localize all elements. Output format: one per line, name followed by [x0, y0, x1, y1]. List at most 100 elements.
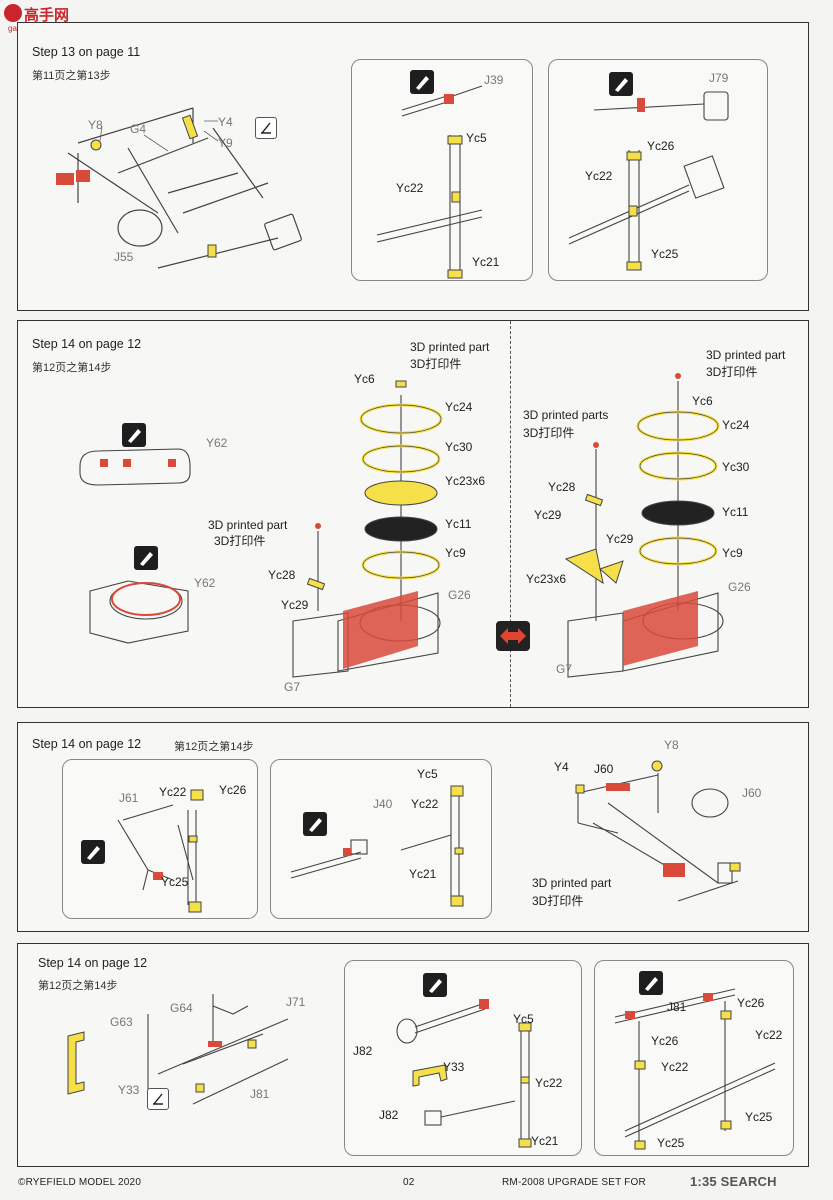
label-yc22: Yc22: [755, 1028, 783, 1042]
label-yc6: Yc6: [354, 372, 375, 386]
label-yc9: Yc9: [445, 546, 466, 560]
label-y33: Y33: [443, 1060, 465, 1074]
step13-title: Step 13 on page 11: [32, 45, 141, 59]
label-yc29: Yc29: [534, 508, 562, 522]
label-y62: Y62: [206, 436, 228, 450]
footer-copyright: ©RYEFIELD MODEL 2020: [18, 1177, 142, 1188]
label-printed-cn: 3D打印件: [706, 365, 758, 379]
label-yc5: Yc5: [466, 131, 487, 145]
label-yc25: Yc25: [745, 1110, 773, 1124]
label-yc21: Yc21: [472, 255, 500, 269]
label-yc30: Yc30: [445, 440, 473, 454]
label-yc9: Yc9: [722, 546, 743, 560]
step14a-cn: 第12页之第14步: [32, 362, 112, 374]
label-yc23x6: Yc23x6: [526, 572, 567, 586]
label-yc28: Yc28: [548, 480, 576, 494]
label-j81: J81: [667, 1000, 687, 1014]
label-y4: Y4: [218, 115, 233, 129]
label-g63: G63: [110, 1015, 133, 1029]
pen-icon: [639, 971, 663, 995]
label-yc26: Yc26: [651, 1034, 679, 1048]
label-j71: J71: [286, 995, 306, 1009]
footer-product: RM-2008 UPGRADE SET FOR: [502, 1177, 646, 1188]
label-yc29: Yc29: [606, 532, 634, 546]
panel-divider: [510, 321, 511, 707]
label-yc22: Yc22: [396, 181, 424, 195]
label-j40: J40: [373, 797, 393, 811]
logo-text: 高手网: [24, 7, 70, 24]
label-yc22: Yc22: [661, 1060, 689, 1074]
pen-icon: [134, 546, 158, 570]
label-j39: J39: [484, 73, 504, 87]
step14c-box2: J81 Yc26 Yc26 Yc22 Yc22 Yc25 Yc25: [594, 960, 794, 1156]
double-arrow-icon: [496, 621, 530, 651]
step14c-box1: J82 Yc5 Y33 Yc22 J82 Yc21: [344, 960, 582, 1156]
label-yc28: Yc28: [268, 568, 296, 582]
label-yc25: Yc25: [651, 247, 679, 261]
label-j60: J60: [742, 786, 762, 800]
step14b-right-diagram: [575, 760, 741, 902]
label-g4: G4: [130, 122, 147, 136]
pen-icon: [410, 70, 434, 94]
label-printed-parts-cn: 3D打印件: [523, 426, 575, 440]
label-yc26: Yc26: [219, 783, 247, 797]
glue-icon: [147, 1088, 169, 1110]
label-j81: J81: [250, 1087, 270, 1101]
label-yc30: Yc30: [722, 460, 750, 474]
label-printed-cn: 3D打印件: [410, 357, 462, 371]
label-yc6: Yc6: [692, 394, 713, 408]
footer-watermark: 1:35 SEARCH: [690, 1174, 777, 1189]
pen-icon: [609, 72, 633, 96]
label-j79: J79: [709, 71, 729, 85]
label-g7: G7: [284, 680, 301, 694]
label-printed-cn: 3D打印件: [214, 534, 266, 548]
label-yc5: Yc5: [417, 767, 438, 781]
step14c-left-diagram: [67, 994, 289, 1105]
pen-icon: [81, 840, 105, 864]
label-y8: Y8: [664, 738, 679, 752]
label-yc22: Yc22: [411, 797, 439, 811]
label-yc22: Yc22: [585, 169, 613, 183]
label-g26: G26: [728, 580, 751, 594]
pen-icon: [423, 973, 447, 997]
label-yc21: Yc21: [409, 867, 437, 881]
label-printed: 3D printed part: [706, 348, 786, 362]
pen-icon: [303, 812, 327, 836]
logo-mark: [4, 4, 22, 22]
label-y62: Y62: [194, 576, 216, 590]
label-yc22: Yc22: [159, 785, 187, 799]
label-g64: G64: [170, 1001, 193, 1015]
label-yc26: Yc26: [647, 139, 675, 153]
step14a-title: Step 14 on page 12: [32, 337, 142, 351]
label-y4: Y4: [554, 760, 569, 774]
label-yc25: Yc25: [161, 875, 189, 889]
step14a-panel: Step 14 on page 12 第12页之第14步: [17, 320, 809, 708]
step14b-cn: 第12页之第14步: [174, 741, 254, 753]
step14b-box1: J61 Yc22 Yc26 Yc25: [62, 759, 258, 919]
label-j82: J82: [379, 1108, 399, 1122]
step13-main-diagram: [56, 107, 302, 269]
label-printed: 3D printed part: [410, 340, 490, 354]
label-y9: Y9: [218, 136, 233, 150]
step14b-box2: Yc5 J40 Yc22 Yc21: [270, 759, 492, 919]
label-g7: G7: [556, 662, 573, 676]
label-yc29: Yc29: [281, 598, 309, 612]
label-yc26: Yc26: [737, 996, 765, 1010]
label-yc25: Yc25: [657, 1136, 685, 1150]
step14c-cn: 第12页之第14步: [38, 980, 118, 992]
label-g26: G26: [448, 588, 471, 602]
label-yc21: Yc21: [531, 1134, 559, 1148]
label-yc11: Yc11: [722, 505, 749, 519]
step13-detail-box-left: J39 Yc5 Yc22 Yc21: [351, 59, 533, 281]
label-printed: 3D printed part: [208, 518, 288, 532]
label-yc24: Yc24: [445, 400, 473, 414]
label-j82: J82: [353, 1044, 373, 1058]
step14b-title: Step 14 on page 12: [32, 737, 142, 751]
glue-icon: [255, 117, 277, 139]
label-yc5: Yc5: [513, 1012, 534, 1026]
label-j61: J61: [119, 791, 139, 805]
label-j55: J55: [114, 250, 134, 264]
label-printed: 3D printed part: [532, 876, 612, 890]
label-printed-cn: 3D打印件: [532, 894, 584, 908]
label-y8: Y8: [88, 118, 103, 132]
